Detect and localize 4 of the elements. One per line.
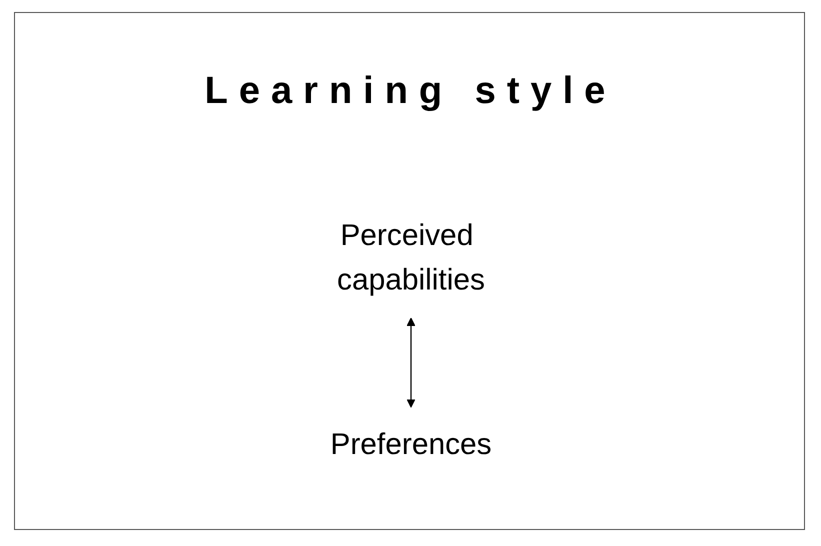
arrow: [406, 318, 415, 408]
node-text: Perceived capabilities: [336, 218, 484, 297]
title: Learning style: [204, 70, 618, 113]
node-text: Preferences: [330, 428, 492, 462]
